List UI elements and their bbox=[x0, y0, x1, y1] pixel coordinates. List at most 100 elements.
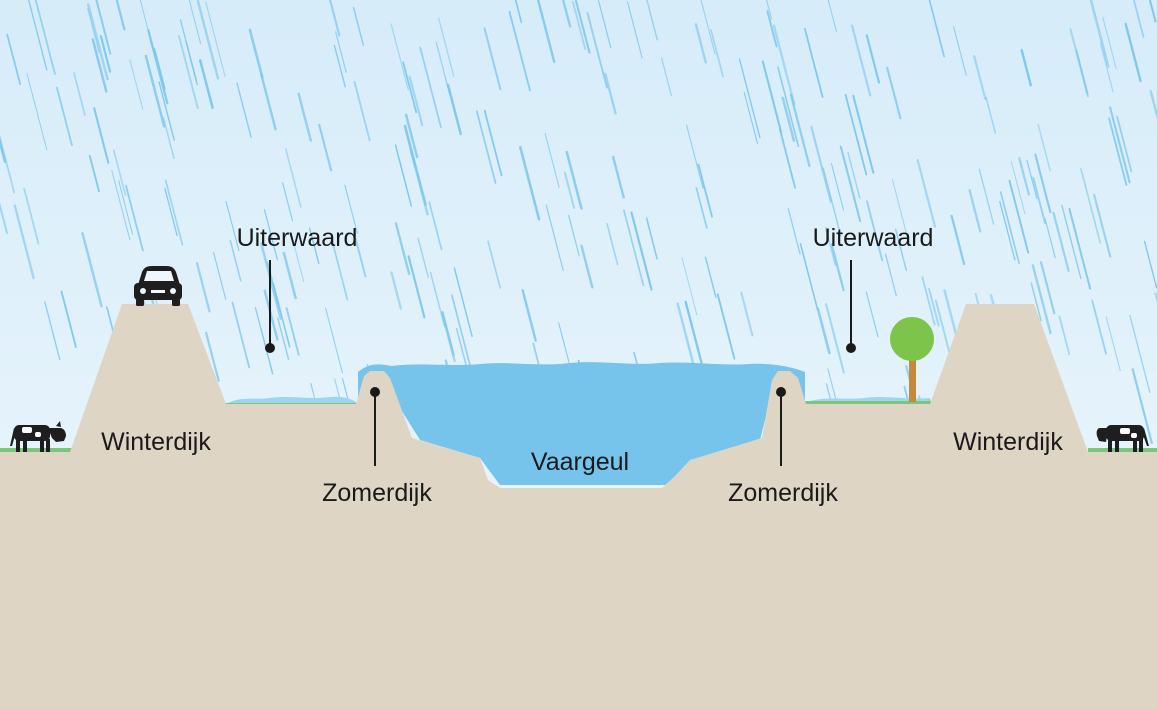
label-winterdijk-left: Winterdijk bbox=[101, 428, 211, 456]
rain-streak bbox=[916, 158, 937, 228]
rain-streak bbox=[1149, 90, 1157, 120]
rain-streak bbox=[1030, 282, 1042, 322]
rain-streak bbox=[260, 242, 283, 320]
rain-streak bbox=[263, 289, 279, 341]
rain-streak bbox=[428, 201, 443, 251]
rain-streak bbox=[738, 58, 761, 139]
rain-streak bbox=[285, 148, 302, 208]
rain-streak bbox=[1052, 211, 1070, 273]
rain-streak bbox=[260, 73, 277, 131]
rain-streak bbox=[1116, 115, 1133, 173]
rain-streak bbox=[694, 23, 707, 64]
rain-streak bbox=[789, 93, 811, 168]
rain-streak bbox=[112, 149, 127, 196]
label-winterdijk-right: Winterdijk bbox=[953, 428, 1063, 456]
rain-streak bbox=[297, 92, 313, 142]
label-zomerdijk-left: Zomerdijk bbox=[322, 479, 432, 507]
rain-streak bbox=[766, 10, 778, 48]
rain-streak bbox=[1026, 160, 1038, 200]
rain-streak bbox=[565, 150, 583, 210]
rain-streak bbox=[450, 294, 472, 367]
ground bbox=[0, 304, 1157, 709]
rain-streak bbox=[56, 86, 73, 147]
rain-streak bbox=[26, 73, 48, 151]
rain-streak bbox=[409, 148, 429, 216]
rain-streak bbox=[390, 271, 403, 310]
rain-streak bbox=[164, 179, 184, 246]
rain-streak bbox=[437, 17, 455, 78]
rain-streak bbox=[894, 228, 908, 271]
rain-streak bbox=[198, 59, 214, 110]
rain-streak bbox=[325, 307, 343, 374]
rain-streak bbox=[188, 0, 202, 45]
rain-streak bbox=[852, 94, 875, 174]
rain-streak bbox=[0, 202, 8, 234]
label-vaargeul: Vaargeul bbox=[531, 448, 629, 476]
rain-streak bbox=[558, 322, 571, 368]
rain-streak bbox=[318, 123, 333, 172]
rain-streak bbox=[1061, 204, 1082, 280]
rain-streak bbox=[850, 24, 872, 97]
rain-streak bbox=[572, 1, 587, 51]
rain-streak bbox=[195, 261, 211, 313]
rain-streak bbox=[777, 66, 800, 148]
rain-streak bbox=[34, 0, 56, 75]
cow-icon bbox=[10, 421, 66, 452]
rain-streak bbox=[99, 35, 112, 73]
rain-streak bbox=[704, 256, 717, 299]
rain-streak bbox=[44, 301, 61, 360]
rain-streak bbox=[6, 33, 22, 86]
rain-streak bbox=[1131, 368, 1153, 445]
rain-streak bbox=[236, 82, 252, 138]
rain-streak bbox=[1020, 49, 1032, 87]
rain-streak bbox=[86, 3, 109, 81]
rain-streak bbox=[825, 303, 845, 374]
rain-streak bbox=[519, 146, 541, 221]
rain-streak bbox=[865, 291, 879, 338]
rain-streak bbox=[1093, 193, 1112, 258]
rain-streak bbox=[429, 271, 446, 328]
rain-streak bbox=[1058, 315, 1071, 356]
rain-streak bbox=[95, 0, 112, 55]
rain-streak bbox=[179, 19, 198, 83]
rain-streak bbox=[1102, 16, 1117, 69]
rain-streak bbox=[125, 184, 144, 252]
rain-streak bbox=[27, 0, 48, 71]
rain-streak bbox=[455, 327, 469, 373]
rain-streak bbox=[660, 57, 672, 97]
rain-streak bbox=[483, 27, 502, 91]
rain-streak bbox=[586, 12, 608, 89]
rain-streak bbox=[743, 91, 759, 145]
rain-streak bbox=[827, 0, 838, 33]
rain-streak bbox=[891, 178, 909, 239]
rain-streak bbox=[781, 96, 796, 142]
rain-streak bbox=[716, 293, 736, 360]
rain-streak bbox=[1089, 0, 1110, 68]
car-icon bbox=[134, 266, 182, 306]
label-uiterwaard-right: Uiterwaard bbox=[813, 224, 934, 252]
leader-uiterwaard-left bbox=[265, 260, 275, 353]
rain-streak bbox=[740, 291, 754, 337]
rain-streak bbox=[272, 282, 291, 348]
rain-streak bbox=[772, 24, 796, 106]
rain-streak bbox=[13, 204, 35, 280]
rain-streak bbox=[561, 0, 572, 28]
rain-streak bbox=[196, 0, 220, 80]
rain-streak bbox=[1109, 106, 1131, 184]
rain-streak bbox=[331, 239, 349, 301]
rain-streak bbox=[804, 28, 824, 98]
rain-streak bbox=[684, 300, 705, 370]
rain-streak bbox=[407, 255, 426, 319]
rain-streak bbox=[765, 0, 773, 20]
rain-streak bbox=[23, 187, 40, 245]
rain-streak bbox=[536, 0, 556, 64]
label-uiterwaard-left: Uiterwaard bbox=[237, 224, 358, 252]
rain-streak bbox=[0, 134, 16, 194]
rain-streak bbox=[487, 240, 502, 289]
rain-streak bbox=[568, 214, 580, 257]
rain-streak bbox=[824, 226, 837, 267]
rain-streak bbox=[1037, 124, 1051, 172]
rain-streak bbox=[597, 0, 612, 48]
rain-streak bbox=[1143, 240, 1157, 289]
